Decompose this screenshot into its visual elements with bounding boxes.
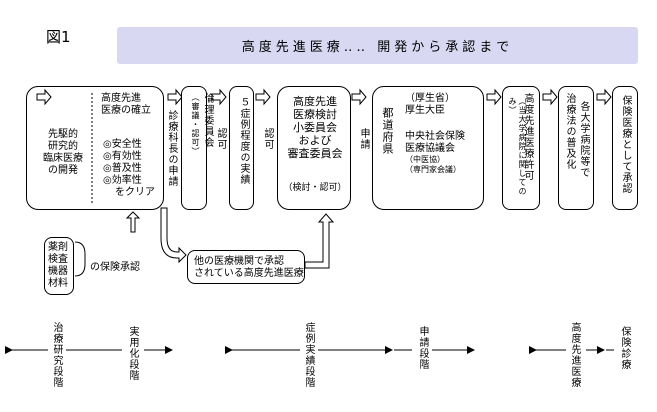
ministry-line-5: （中医協）: [405, 155, 445, 164]
step-arrows: [36, 88, 612, 269]
box-review-committee: 高度先進 医療検討 小委員会 および 審査委員会 （検討・認可）: [277, 86, 351, 210]
development-line: 先駆的: [48, 129, 78, 140]
box-dissemination: 各大学病院等で 治療法の普及化: [558, 86, 594, 210]
permission-sub: （当大学病院に関してのみ）: [508, 97, 527, 196]
phase-advanced-medicine: 高度先進医療: [569, 322, 580, 388]
establishment-line: 高度先進: [101, 93, 141, 104]
review-line: および: [298, 134, 332, 147]
review-line: 審査委員会: [287, 147, 343, 160]
criterion: ◎効率性: [103, 175, 142, 186]
other-line-1: 他の医療機関で承認: [194, 256, 284, 267]
step-arrow-4: [255, 88, 271, 106]
box-advanced-permission: 高度先進医療許可 （当大学病院に関してのみ）: [502, 86, 540, 210]
up-arrow-box1: [125, 211, 141, 233]
approval-label-2: 認可: [262, 128, 273, 150]
phase-case-record: 症例実績段階: [303, 322, 314, 388]
box-drug-items: 薬剤 検査 機器 材料: [44, 237, 74, 295]
step-arrow-7: [542, 88, 558, 106]
dissemination-col-2: 治療法の普及化: [564, 93, 575, 170]
phase-research: 治療研究段階: [51, 322, 62, 388]
ministry-text: （厚生省） 厚生大臣 中央社会保険 医療協議会 （中医協） （専門家会議）: [405, 93, 483, 175]
box-ethics-committee: 倫理委員会（審議・認可）: [181, 86, 213, 210]
criteria-list: ◎安全性 ◎有効性 ◎普及性 ◎効率性 をクリア: [103, 139, 165, 199]
ministry-line-3: 中央社会保険: [405, 131, 465, 142]
step-arrow-5: [351, 88, 367, 106]
ministry-line-1: （厚生省）: [405, 93, 455, 104]
box-five-cases: ５症例程度の実績: [229, 86, 254, 210]
ethics-main: 倫理委員会: [202, 93, 213, 148]
ethics-committee-text: 倫理委員会（審議・認可）: [189, 93, 213, 209]
review-committee-text: 高度先進 医療検討 小委員会 および 審査委員会: [278, 95, 352, 160]
development-line: の開発: [48, 165, 78, 176]
drug-insurance-label: の保険承認: [90, 262, 140, 273]
step-arrow-8: [596, 88, 612, 106]
criterion: をクリア: [115, 187, 155, 198]
drug-item: 薬剤: [48, 242, 68, 253]
ministry-line-6: （専門家会議）: [405, 165, 461, 174]
phase-application: 申請段階: [417, 326, 428, 370]
step-arrow-6: [486, 88, 502, 106]
establishment-line: 医療の確立: [101, 105, 151, 116]
drug-item: 材料: [48, 278, 68, 289]
criterion: ◎普及性: [103, 163, 142, 174]
ministry-line-4: 医療協議会: [405, 143, 455, 154]
review-line: 小委員会: [293, 121, 337, 134]
drug-items-text: 薬剤 検査 機器 材料: [48, 242, 68, 290]
department-application: 診療科長の申請: [166, 110, 177, 187]
down-arrow-other: [160, 207, 187, 264]
development-line: 研究的: [48, 141, 78, 152]
other-line-2: されている高度先進医療: [194, 268, 304, 279]
ethics-sub: （審議・認可）: [191, 93, 200, 156]
box-health-ministry: 都道府県 （厚生省） 厚生大臣 中央社会保険 医療協議会 （中医協） （専門家会…: [372, 86, 484, 210]
box-other-institutions: 他の医療機関で承認 されている高度先進医療: [187, 250, 305, 284]
insurance-approval-text: 保険医療として承認: [620, 95, 631, 194]
step-arrow-2: [167, 88, 183, 106]
up-arrow-center: [304, 213, 335, 269]
review-committee-sub: （検討・認可）: [283, 183, 347, 193]
prefecture-label: 都道府県: [381, 107, 394, 155]
review-line: 高度先進: [293, 95, 337, 108]
phase-insurance-care: 保険診療: [619, 326, 630, 370]
step-arrow-1: [36, 88, 52, 106]
development-line: 臨床医療: [43, 153, 83, 164]
figure-label: 図1: [46, 28, 71, 46]
development-text: 先駆的 研究的 臨床医療 の開発: [37, 129, 89, 177]
permission-main: 高度先進医療許可: [522, 93, 533, 181]
five-cases-text: ５症例程度の実績: [238, 97, 249, 185]
approval-label-1: 認可: [215, 128, 226, 150]
application-label: 申請: [358, 128, 369, 150]
phase-practical: 実用化段階: [127, 326, 138, 381]
establishment-title: 高度先進 医療の確立: [101, 93, 163, 117]
criterion: ◎安全性: [103, 139, 142, 150]
ministry-line-2: 厚生大臣: [405, 105, 445, 116]
drug-item: 機器: [48, 266, 68, 277]
dissemination-col-1: 各大学病院等で: [578, 101, 589, 178]
diagram-title: 高度先進医療‥‥ 開発から承認まで: [241, 40, 514, 55]
box-development: 先駆的 研究的 臨床医療 の開発 高度先進 医療の確立 ◎安全性 ◎有効性 ◎普…: [26, 86, 164, 210]
review-line: 医療検討: [293, 108, 337, 121]
criterion: ◎有効性: [103, 151, 142, 162]
drug-bracket: [74, 241, 86, 277]
step-arrow-3: [211, 88, 227, 106]
box-insurance-approval: 保険医療として承認: [612, 86, 638, 210]
other-institutions-text: 他の医療機関で承認 されている高度先進医療: [194, 256, 304, 280]
title-band: 高度先進医療‥‥ 開発から承認まで: [117, 27, 638, 64]
drug-item: 検査: [48, 254, 68, 265]
